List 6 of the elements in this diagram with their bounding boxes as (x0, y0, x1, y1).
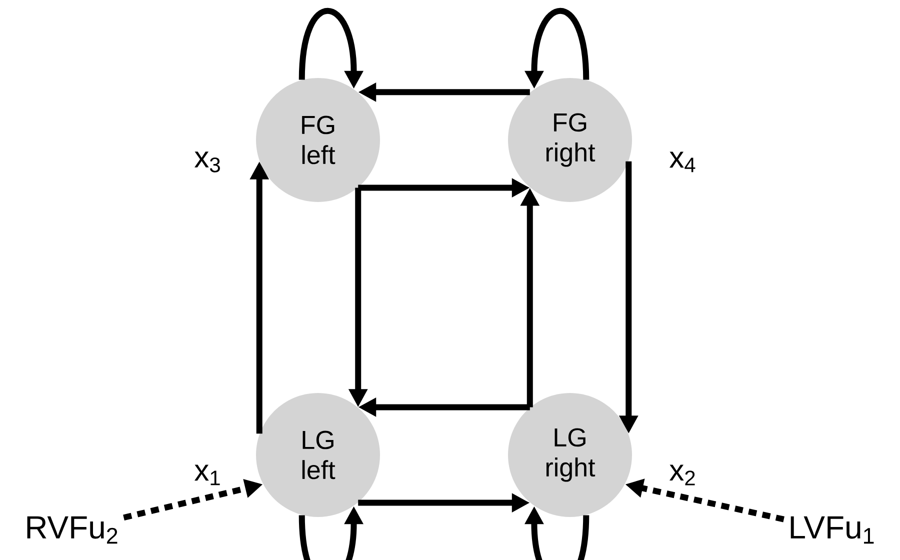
variable-label: x$_{1}$ (194, 464, 220, 486)
variable-label: x$_{4}$ (670, 152, 696, 172)
input-label: LVFu$_{1}$ (790, 516, 874, 544)
variable-label: x$_{2}$ (670, 464, 695, 486)
input-label: RVFu$_{2}$ (27, 516, 118, 544)
variable-label: x$_{3}$ (194, 152, 220, 172)
